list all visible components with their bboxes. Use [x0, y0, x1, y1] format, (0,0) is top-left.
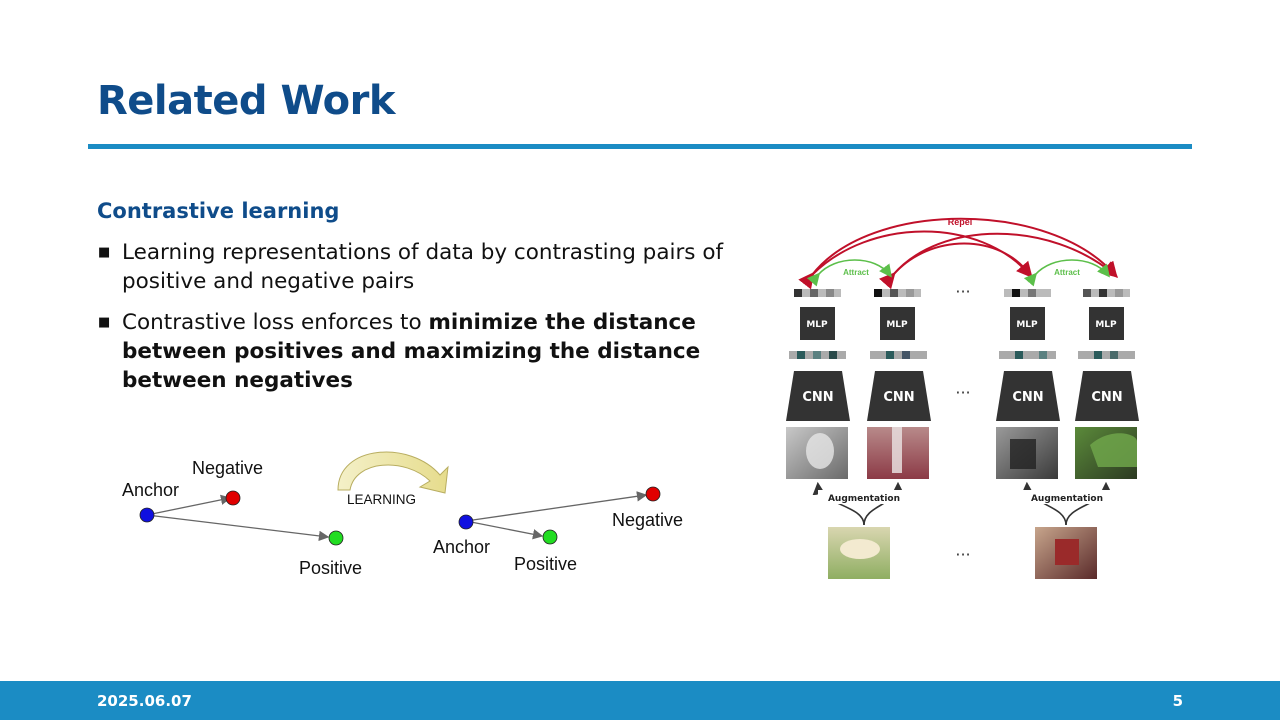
contrastive-learning-svg: Anchor Negative Positive LEARNING Anchor…: [122, 451, 683, 578]
square-bullet-icon: ■: [98, 245, 111, 260]
ellipsis: ···: [955, 282, 970, 301]
ellipsis: ···: [955, 383, 970, 402]
mlp-label: MLP: [1095, 320, 1117, 330]
bullet-list: ■ Learning representations of data by co…: [98, 238, 748, 407]
negative-label: Negative: [612, 510, 683, 530]
bullet-text: Learning representations of data by cont…: [122, 240, 724, 294]
anchor-point-icon: [458, 514, 474, 530]
dog-shape: [840, 539, 880, 559]
embedding-vector: [874, 289, 921, 297]
embedding-vector: [1083, 289, 1130, 297]
augmentation-label: Augmentation: [1031, 494, 1103, 504]
chair-shape: [1055, 539, 1079, 565]
anchor-to-positive-arrow: [146, 514, 330, 542]
positive-label: Positive: [299, 558, 362, 578]
cnn-label: CNN: [1091, 390, 1122, 405]
dog-leg-shape: [892, 427, 902, 473]
feature-vector: [870, 351, 927, 359]
anchor-to-negative-arrow: [146, 494, 232, 516]
cnn-block: [786, 371, 850, 421]
mlp-block: [880, 307, 915, 340]
contrastive-architecture-diagram: Repel Attract Attract ···: [780, 205, 1150, 585]
attract-label: Attract: [843, 268, 869, 277]
augmentation-label: Augmentation: [828, 494, 900, 504]
cnn-label: CNN: [1012, 390, 1043, 405]
positive-label: Positive: [514, 554, 577, 574]
attract-label: Attract: [1054, 268, 1080, 277]
bullet-bold-text: minimize the distance between positives …: [122, 310, 701, 393]
augmentation-label-bg: [1020, 490, 1114, 504]
embedding-vector: [1004, 289, 1051, 297]
repel-arc: [798, 217, 1118, 290]
augmentation-arrow: [1065, 481, 1113, 526]
augmentation-arrow: [1021, 481, 1067, 526]
bullet-text: Contrastive loss enforces to: [122, 310, 429, 335]
cnn-label: CNN: [802, 390, 833, 405]
mlp-block: [800, 307, 835, 340]
anchor-point-icon: [139, 507, 155, 523]
augmentation-arrow: [863, 481, 905, 526]
anchor-to-positive-arrow: [465, 520, 544, 540]
mlp-block: [1089, 307, 1124, 340]
chair-shape: [1010, 439, 1036, 469]
dog-shape: [806, 433, 834, 469]
page-number: 5: [1172, 692, 1183, 710]
title-divider: [88, 144, 1192, 149]
attract-arc: [806, 259, 892, 287]
mlp-label: MLP: [1016, 320, 1038, 330]
cnn-block: [996, 371, 1060, 421]
feature-vector: [1078, 351, 1135, 359]
anchor-label: Anchor: [122, 480, 179, 500]
curved-arrow-icon: [337, 451, 449, 494]
positive-point-icon: [328, 530, 344, 546]
footer-date: 2025.06.07: [97, 692, 192, 710]
repel-arc: [892, 232, 1119, 278]
footer-bar: 2025.06.07 5: [0, 681, 1280, 720]
cnn-label: CNN: [883, 390, 914, 405]
architecture-svg: Repel Attract Attract ···: [786, 217, 1139, 579]
negative-point-icon: [225, 490, 241, 506]
cnn-block: [1075, 371, 1139, 421]
bullet-item: ■ Learning representations of data by co…: [98, 238, 748, 296]
mlp-block: [1010, 307, 1045, 340]
square-bullet-icon: ■: [98, 315, 111, 330]
ellipsis: ···: [955, 545, 970, 564]
learning-label: LEARNING: [347, 492, 416, 507]
repel-label: Repel: [948, 217, 973, 227]
cnn-block: [867, 371, 931, 421]
chair-shape: [1090, 433, 1137, 467]
anchor-to-negative-arrow: [465, 491, 648, 522]
contrastive-learning-diagram: Anchor Negative Positive LEARNING Anchor…: [110, 445, 710, 595]
positive-point-icon: [542, 529, 558, 545]
attract-arc: [1023, 259, 1111, 287]
mlp-label: MLP: [886, 320, 908, 330]
augmentation-label-bg: [818, 490, 912, 504]
section-heading: Contrastive learning: [97, 199, 340, 223]
feature-vector: [999, 351, 1056, 359]
embedding-vector: [794, 289, 841, 297]
feature-vector: [789, 351, 846, 359]
mlp-label: MLP: [806, 320, 828, 330]
bullet-item: ■ Contrastive loss enforces to minimize …: [98, 308, 748, 395]
repel-arc: [879, 242, 1031, 290]
anchor-label: Anchor: [433, 537, 490, 557]
negative-point-icon: [645, 486, 661, 502]
negative-label: Negative: [192, 458, 263, 478]
slide-title: Related Work: [97, 78, 395, 124]
